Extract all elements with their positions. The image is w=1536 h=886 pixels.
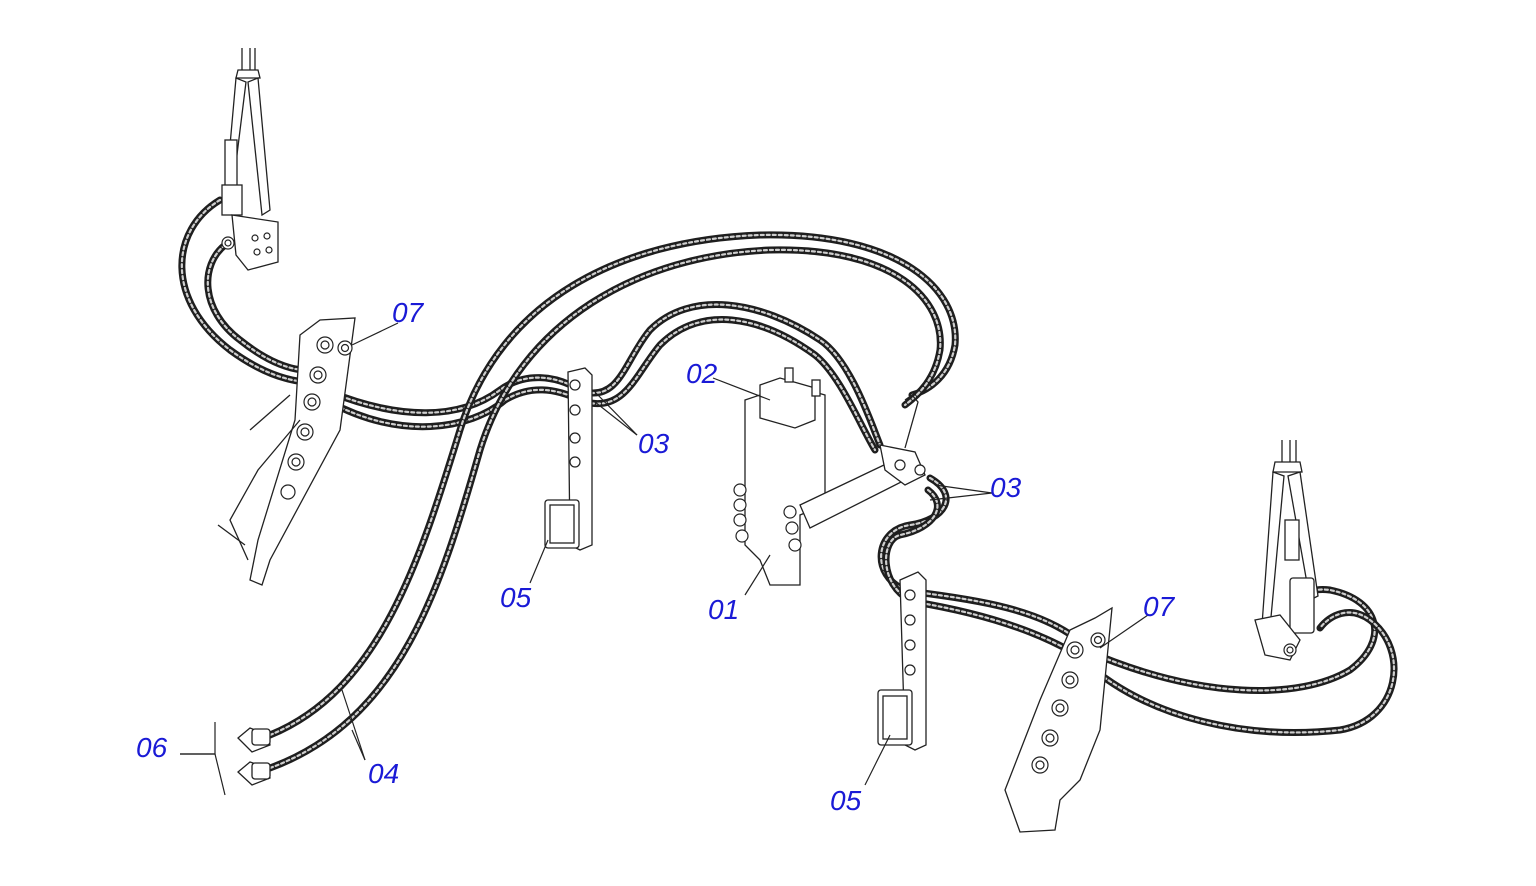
callout-05-right: 05 bbox=[830, 785, 862, 816]
quick-coupler-pair bbox=[237, 727, 271, 786]
left-mounting-bracket bbox=[544, 367, 593, 551]
callout-03-right: 03 bbox=[990, 472, 1022, 503]
hose-group bbox=[178, 196, 1398, 772]
callout-07-left: 07 bbox=[392, 297, 425, 328]
right-coupler-plate bbox=[1004, 606, 1113, 833]
callout-05-left: 05 bbox=[500, 582, 532, 613]
callout-labels: 07 02 03 03 05 01 07 06 04 05 bbox=[136, 297, 1176, 816]
callout-04: 04 bbox=[368, 758, 399, 789]
leader-lines bbox=[180, 322, 1149, 796]
callout-01: 01 bbox=[708, 594, 739, 625]
left-hydraulic-cylinder bbox=[221, 48, 279, 271]
callout-07-right: 07 bbox=[1143, 591, 1176, 622]
control-valve-block bbox=[733, 367, 926, 586]
callout-02: 02 bbox=[686, 358, 718, 389]
left-coupler-plate bbox=[217, 317, 356, 586]
right-hydraulic-cylinder bbox=[1254, 440, 1319, 661]
callout-03-left: 03 bbox=[638, 428, 670, 459]
right-mounting-bracket bbox=[877, 571, 927, 751]
callout-06: 06 bbox=[136, 732, 168, 763]
